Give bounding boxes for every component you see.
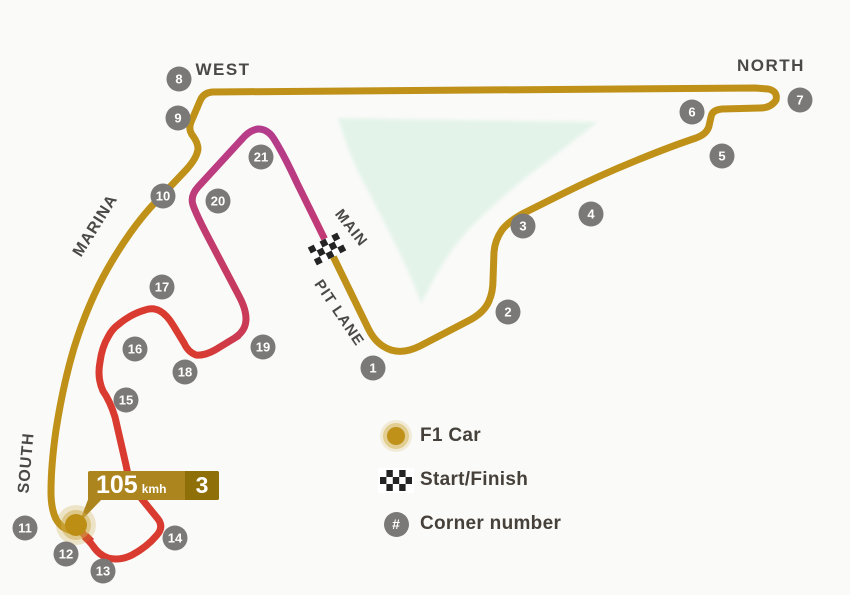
legend-label-f1-car: F1 Car bbox=[420, 425, 481, 446]
corner-badge-18: 18 bbox=[172, 359, 198, 385]
speed-unit: kmh bbox=[141, 482, 167, 496]
legend-label-start-finish: Start/Finish bbox=[420, 469, 529, 490]
corner-badge-16: 16 bbox=[122, 336, 148, 362]
corner-badge-10: 10 bbox=[150, 183, 176, 209]
corner-badge-8: 8 bbox=[166, 66, 192, 92]
label-west: WEST bbox=[195, 60, 251, 79]
corner-badge-9: 9 bbox=[165, 105, 191, 131]
corner-badge-15: 15 bbox=[113, 387, 139, 413]
corner-badge-11: 11 bbox=[12, 515, 38, 541]
track-sector-gold bbox=[47, 84, 780, 535]
speed-callout: 105 kmh 3 bbox=[88, 471, 219, 500]
corner-badge-4: 4 bbox=[578, 201, 604, 227]
speed-value: 105 bbox=[96, 471, 138, 499]
corner-badge-20: 20 bbox=[205, 188, 231, 214]
corner-badge-7: 7 bbox=[787, 87, 813, 113]
f1-car-icon bbox=[387, 427, 405, 445]
corner-badge-21: 21 bbox=[248, 144, 274, 170]
start-finish-flag bbox=[307, 232, 347, 266]
track-sector-red bbox=[72, 305, 242, 563]
corner-badge-17: 17 bbox=[149, 274, 175, 300]
corner-badge-6: 6 bbox=[679, 99, 705, 125]
gear-value: 3 bbox=[185, 471, 219, 500]
checkered-flag-icon bbox=[378, 467, 414, 493]
track-sector-magenta-climb bbox=[188, 125, 262, 341]
infield-area bbox=[338, 118, 598, 304]
track-sector-magenta-straight bbox=[254, 125, 334, 254]
f1-car-marker bbox=[56, 505, 96, 545]
corner-badge-1: 1 bbox=[360, 355, 386, 381]
corner-badge-2: 2 bbox=[495, 299, 521, 325]
corner-badge-5: 5 bbox=[709, 143, 735, 169]
corner-badge-13: 13 bbox=[90, 558, 116, 584]
legend-label-corner-number: Corner number bbox=[420, 513, 562, 534]
legend-item-start-finish: Start/Finish bbox=[372, 458, 561, 502]
legend-item-corner-number: # Corner number bbox=[372, 502, 561, 546]
legend: F1 Car Start/Finish # Corner number bbox=[372, 414, 561, 546]
corner-badge-12: 12 bbox=[53, 541, 79, 567]
corner-number-icon: # bbox=[383, 511, 409, 537]
corner-badge-19: 19 bbox=[250, 334, 276, 360]
sector-transition-marker bbox=[81, 532, 95, 546]
legend-item-f1-car: F1 Car bbox=[372, 414, 561, 458]
label-north: NORTH bbox=[737, 56, 805, 75]
corner-badge-3: 3 bbox=[510, 213, 536, 239]
corner-badge-14: 14 bbox=[162, 525, 188, 551]
